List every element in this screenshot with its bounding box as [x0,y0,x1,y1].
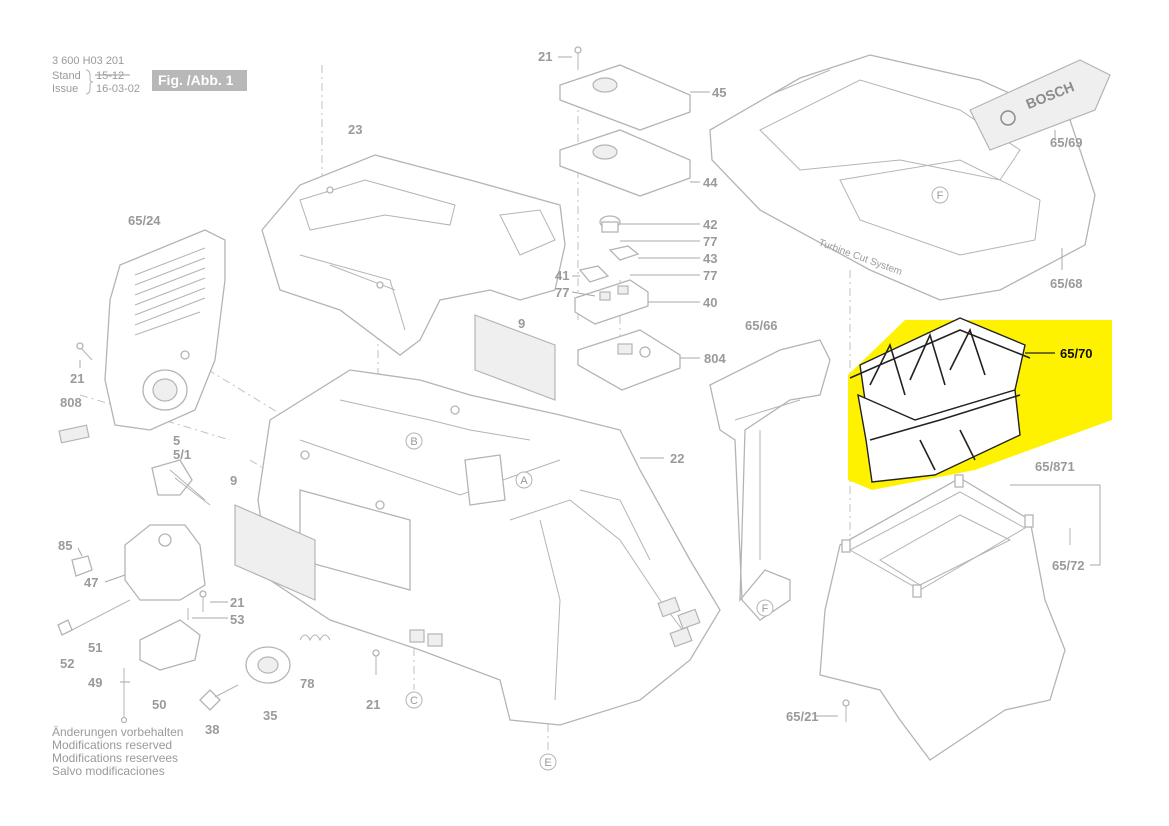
part-side-cover [104,229,226,431]
marker-c-circle [405,691,423,709]
label-43: 43 [703,251,717,266]
marker-b: B [410,436,417,448]
figure-label: Fig. /Abb. 1 [158,72,234,88]
note-en: Modifications reserved [52,738,172,752]
reference-markers: B A C E F F [405,186,949,771]
document-header: 3 600 H03 201 Stand Issue 15-12 16-03-02… [52,55,247,95]
brand-logo-icon [1000,110,1016,126]
marker-f-top: F [937,190,944,202]
label-51: 51 [88,640,102,655]
label-5: 5 [173,433,180,448]
part-plates-and-pcb [559,46,691,391]
leader-lines [77,56,1101,717]
header-brace [85,69,94,95]
label-45: 45 [712,85,726,100]
footer-notes: Änderungen vorbehalten Modifications res… [52,725,183,778]
label-40: 40 [703,295,717,310]
issue-label: Issue [52,83,78,95]
part-lower-box [819,474,1071,761]
marker-f-handle: F [762,603,769,615]
label-5-1: 5/1 [173,447,191,462]
part-top-housing [261,154,566,356]
label-65-24: 65/24 [128,213,161,228]
stand-label: Stand [52,70,81,82]
marker-a-circle [515,471,533,489]
note-fr: Modifications reservees [52,751,178,765]
label-9-top: 9 [518,316,525,331]
label-21-left: 21 [70,371,84,386]
marker-f-handle-circle [756,599,774,617]
part-label-sheet-top [474,314,556,401]
highlighted-part-65-70 [848,317,1112,490]
part-label-plate [58,424,90,444]
label-9-left: 9 [230,473,237,488]
label-65-72: 65/72 [1052,558,1085,573]
part-labels: 21 45 44 42 77 43 77 41 77 40 804 9 23 2… [58,49,1093,737]
part-label-sheet-left [234,504,316,601]
note-es: Salvo modificaciones [52,764,165,778]
marker-a: A [520,475,528,487]
label-21-mid: 21 [230,595,244,610]
label-65-68: 65/68 [1050,276,1083,291]
label-49: 49 [88,675,102,690]
label-85: 85 [58,538,72,553]
label-65-21: 65/21 [786,709,819,724]
part-handle [709,339,831,621]
label-42: 42 [703,217,717,232]
label-808: 808 [60,395,82,410]
marker-f-top-circle [931,186,949,204]
label-35: 35 [263,708,277,723]
label-47: 47 [84,575,98,590]
label-44: 44 [703,175,718,190]
marker-e: E [544,757,551,769]
label-53: 53 [230,612,244,627]
label-804: 804 [704,351,726,366]
label-52: 52 [60,656,74,671]
label-38: 38 [205,722,219,737]
part-screw-21-left [76,342,93,361]
doc-number: 3 600 H03 201 [52,55,124,67]
marker-b-circle [405,432,423,450]
marker-c: C [410,695,418,707]
figure-label-box [152,70,247,91]
issue-date: 16-03-02 [96,83,140,95]
label-65-69: 65/69 [1050,135,1083,150]
part-small-components [57,459,380,724]
part-top-lid: BOSCH Turbine Cut System [709,54,1111,301]
label-77-c: 77 [555,285,569,300]
label-77-a: 77 [703,234,717,249]
label-65-871: 65/871 [1035,459,1075,474]
label-21-top: 21 [538,49,552,64]
label-65-70: 65/70 [1060,346,1093,361]
label-21-bottom: 21 [366,697,380,712]
label-77-b: 77 [703,268,717,283]
note-de: Änderungen vorbehalten [52,725,183,739]
marker-e-circle [539,753,557,771]
label-41: 41 [555,268,569,283]
label-65-66: 65/66 [745,318,778,333]
part-main-housing [257,369,721,726]
label-78: 78 [300,676,314,691]
label-22: 22 [670,451,684,466]
label-23: 23 [348,122,362,137]
label-50: 50 [152,697,166,712]
old-stand-value: 15-12 [96,70,124,82]
